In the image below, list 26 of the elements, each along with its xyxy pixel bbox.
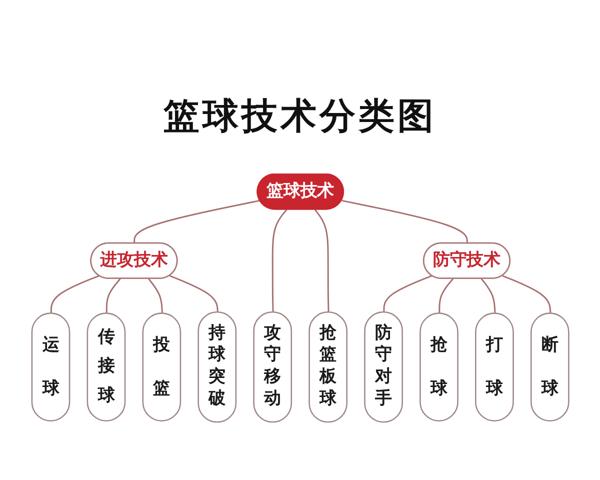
- technique-capsule: 断球: [530, 312, 570, 422]
- category-pill: 进攻技术: [90, 242, 178, 279]
- diagram-title: 篮球技术分类图: [164, 95, 436, 139]
- connector-line: [50, 275, 100, 314]
- technique-capsule: 打球: [474, 312, 514, 422]
- root-pill: 篮球技术: [256, 173, 344, 210]
- category-pill: 防守技术: [422, 242, 510, 279]
- technique-capsule: 攻守移动: [252, 311, 292, 423]
- technique-capsule: 防守对手: [364, 311, 403, 423]
- connector-line: [314, 209, 329, 313]
- technique-capsule: 持球突破: [197, 311, 236, 423]
- connector-line: [272, 209, 287, 313]
- technique-capsule: 运球: [30, 312, 70, 422]
- technique-capsule: 传接球: [86, 312, 126, 422]
- connector-line: [106, 278, 120, 314]
- connector-line: [382, 275, 432, 313]
- technique-capsule: 投篮: [142, 312, 181, 422]
- connector-line: [341, 200, 468, 244]
- connector-line: [438, 278, 454, 314]
- technique-capsule: 抢篮板球: [308, 311, 348, 423]
- connector-line: [169, 275, 218, 313]
- technique-capsule: 抢球: [419, 312, 458, 422]
- connector-line: [133, 200, 260, 244]
- connector-line: [148, 278, 163, 314]
- connector-line: [480, 278, 496, 314]
- connector-line: [502, 275, 551, 314]
